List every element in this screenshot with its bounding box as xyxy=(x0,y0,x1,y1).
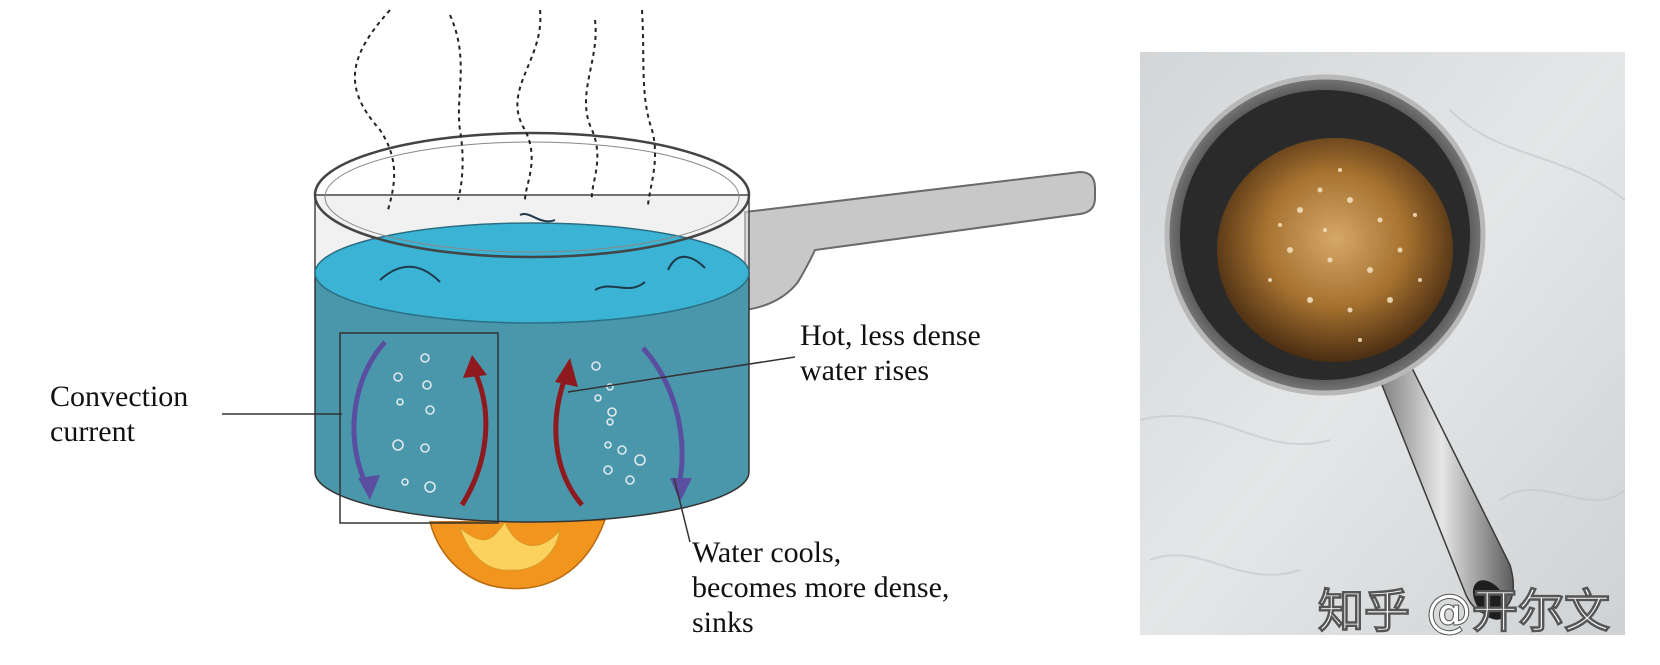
steam-lines xyxy=(353,9,656,211)
saucepan-photo: 知乎 @开尔文 xyxy=(1139,52,1626,639)
leader-hot xyxy=(567,356,796,393)
label-convection-current: Convection current xyxy=(50,380,196,448)
photo-pan-handle xyxy=(1368,349,1515,620)
water-ripples xyxy=(379,213,706,291)
label-cool-line3: sinks xyxy=(692,606,754,639)
arrow-hot-left xyxy=(459,355,489,507)
pan-handle xyxy=(744,170,1096,312)
label-hot-line2: water rises xyxy=(800,354,929,387)
watermark-text: 知乎 @开尔文 xyxy=(1318,584,1610,638)
bubbles xyxy=(392,353,646,493)
label-convection-line2: current xyxy=(50,415,136,448)
label-cool-line1: Water cools, xyxy=(692,536,841,569)
leader-cool xyxy=(673,477,691,543)
label-hot-line1: Hot, less dense xyxy=(800,319,981,352)
pot-rim xyxy=(313,131,751,259)
arrow-hot-right xyxy=(553,358,584,507)
pot-water-side xyxy=(314,272,750,523)
label-cool-line2: becomes more dense, xyxy=(692,571,949,604)
convection-diagram: Convection current Hot, less dense water… xyxy=(50,9,1096,639)
convection-box xyxy=(339,332,499,524)
flame xyxy=(429,519,607,590)
photo-liquid xyxy=(1217,138,1453,362)
arrow-cool-left xyxy=(351,340,387,500)
label-water-cools: Water cools, becomes more dense, sinks xyxy=(692,536,957,639)
label-hot-water-rises: Hot, less dense water rises xyxy=(800,319,988,387)
label-convection-line1: Convection xyxy=(50,380,188,413)
